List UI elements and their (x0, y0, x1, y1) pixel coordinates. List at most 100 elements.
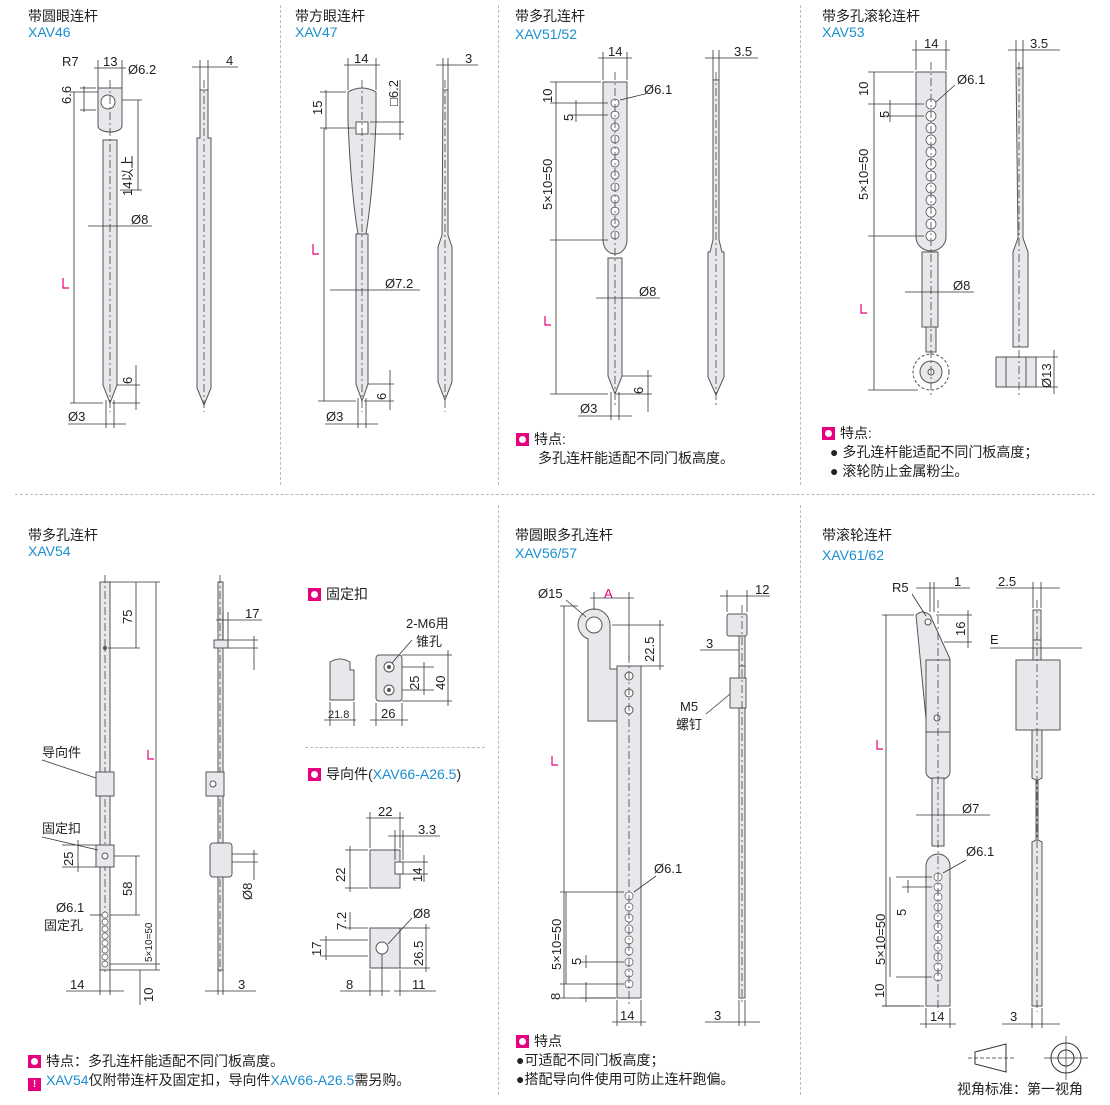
dim-label: Ø13 (1039, 363, 1054, 388)
dim-label: 10 (540, 89, 555, 103)
first-angle-projection-icon (968, 1036, 1088, 1080)
note-xav54: 特点：多孔连杆能适配不同门板高度。 !XAV54仅附带连杆及固定扣，导向件XAV… (28, 1052, 410, 1091)
dim-label: 6 (374, 393, 389, 400)
bullet-icon (822, 427, 835, 440)
bullet-icon (516, 433, 529, 446)
dim-label: 21.8 (328, 709, 349, 721)
dim-label: 12 (755, 582, 769, 597)
dim-label: 8 (548, 993, 563, 1000)
dim-label: 14 (620, 1008, 634, 1023)
dim-label: 40 (433, 676, 448, 690)
dim-label: R5 (892, 580, 909, 595)
multi-hole-plate (602, 81, 628, 255)
title-xav56: 带圆眼多孔连杆 (515, 527, 613, 543)
dim-label: 6 (631, 387, 646, 394)
title-xav61: 带滚轮连杆 (822, 527, 892, 543)
bullet-icon (516, 1035, 529, 1048)
dim-label: 16 (953, 622, 968, 636)
divider-v2 (498, 5, 499, 485)
divider-v3 (800, 5, 801, 485)
dim-label: 26 (381, 706, 395, 721)
dim-label: 26.5 (411, 941, 426, 966)
dim-label: Ø3 (580, 401, 597, 416)
dim-label: R7 (62, 54, 79, 69)
guide-part (95, 771, 115, 797)
divider-v5 (800, 505, 801, 1095)
dim-label: Ø3 (68, 409, 85, 424)
rod-side-view (1012, 67, 1029, 348)
title-xav53: 带多孔滚轮连杆 (822, 8, 920, 24)
code-xav61: XAV61/62 (822, 547, 885, 563)
dim-label: 14 (70, 977, 84, 992)
eye-head (97, 87, 123, 133)
dim-label: 4 (226, 53, 233, 68)
code-xav53: XAV53 (822, 24, 865, 40)
dim-label: 22 (333, 868, 348, 882)
drawing-xav54: 75 导向件 固定扣 25 58 Ø6.1 固定孔 5×10=50 14 10 … (41, 575, 262, 1005)
dim-label: 5 (569, 958, 584, 965)
note-xav53: 特点: ● 多孔连杆能适配不同门板高度； ● 滚轮防止金属粉尘。 (822, 424, 1038, 481)
dim-label: 10 (872, 984, 887, 998)
dim-label: 3 (1010, 1009, 1017, 1024)
dim-label: 25 (407, 676, 422, 690)
code-xav51: XAV51/52 (515, 26, 578, 42)
guide-title: 导向件(XAV66-A26.5) (308, 765, 461, 784)
hole-row (101, 911, 109, 968)
dim-label: 14 (608, 44, 622, 59)
dim-label: 3.5 (734, 44, 752, 59)
rod-body (607, 257, 623, 396)
dim-label: 锥孔 (416, 634, 442, 649)
dim-label: 14 (354, 51, 368, 66)
divider-sub (305, 747, 485, 748)
dim-label: □6.2 (386, 80, 401, 106)
dim-label: E (990, 632, 999, 647)
drawing-guide: 22 3.3 22 14 Ø8 7.2 17 26.5 8 11 (309, 804, 440, 996)
code-xav54: XAV54 (28, 543, 71, 559)
dim-label: M5 (680, 699, 698, 714)
dim-label: 11 (412, 977, 426, 992)
part-label: 螺钉 (676, 717, 702, 732)
title-xav47: 带方眼连杆 (295, 8, 365, 24)
drawing-xav47: 14 □6.2 15 Ø7.2 6 Ø3 3 (310, 51, 478, 428)
dim-label: 15 (310, 101, 325, 115)
drawing-xav56: Ø15 A 22.5 Ø6.1 5×10=50 5 8 14 12 (538, 582, 770, 1026)
dim-label: Ø8 (240, 883, 255, 900)
dim-label: 5×10=50 (144, 922, 155, 962)
dim-label: Ø6.2 (128, 62, 156, 77)
fixing-clip-title: 固定扣 (308, 585, 368, 604)
drawing-xav51: 14 Ø6.1 10 5 5×10=50 Ø8 6 Ø3 3.5 (540, 44, 758, 420)
dim-label: 3 (714, 1008, 721, 1023)
dim-label: 17 (245, 606, 259, 621)
clip-front (375, 654, 403, 702)
dim-label: 17 (309, 942, 324, 956)
dim-label: 5 (877, 111, 892, 118)
dim-label: Ø3 (326, 409, 343, 424)
dim-label: Ø8 (131, 212, 148, 227)
dim-label: 22 (378, 804, 392, 819)
drawing-xav61: R5 1 16 Ø7 Ø6.1 5×10=50 5 10 14 2.5 (872, 574, 1082, 1028)
eye-arm (577, 608, 619, 722)
dim-label: Ø7 (962, 801, 979, 816)
dim-label: 75 (120, 610, 135, 624)
dim-label: 5×10=50 (873, 914, 888, 965)
code-xav47: XAV47 (295, 24, 338, 40)
title-xav46: 带圆眼连杆 (28, 8, 98, 24)
dim-label: 5×10=50 (549, 919, 564, 970)
fixing-side (209, 842, 233, 878)
dim-label: 5×10=50 (540, 159, 555, 210)
divider-v4 (498, 505, 499, 1095)
dim-label: Ø6.1 (957, 72, 985, 87)
view-standard-label: 视角标准：第一视角 (957, 1081, 1083, 1097)
dim-label: Ø6.1 (644, 82, 672, 97)
dim-label: Ø7.2 (385, 276, 413, 291)
dim-label: 5×10=50 (856, 149, 871, 200)
dim-label: 13 (103, 54, 117, 69)
drawing-xav53: 14 Ø6.1 10 5 5×10=50 Ø8 3.5 Ø13 (856, 36, 1060, 398)
dim-label: 5 (894, 909, 909, 916)
dim-label: Ø6.1 (966, 844, 994, 859)
bullet-icon (308, 588, 321, 601)
rod-body (102, 139, 118, 405)
eye-hole (100, 94, 116, 110)
dim-label: 10 (141, 988, 156, 1002)
dim-label: 25 (61, 852, 76, 866)
